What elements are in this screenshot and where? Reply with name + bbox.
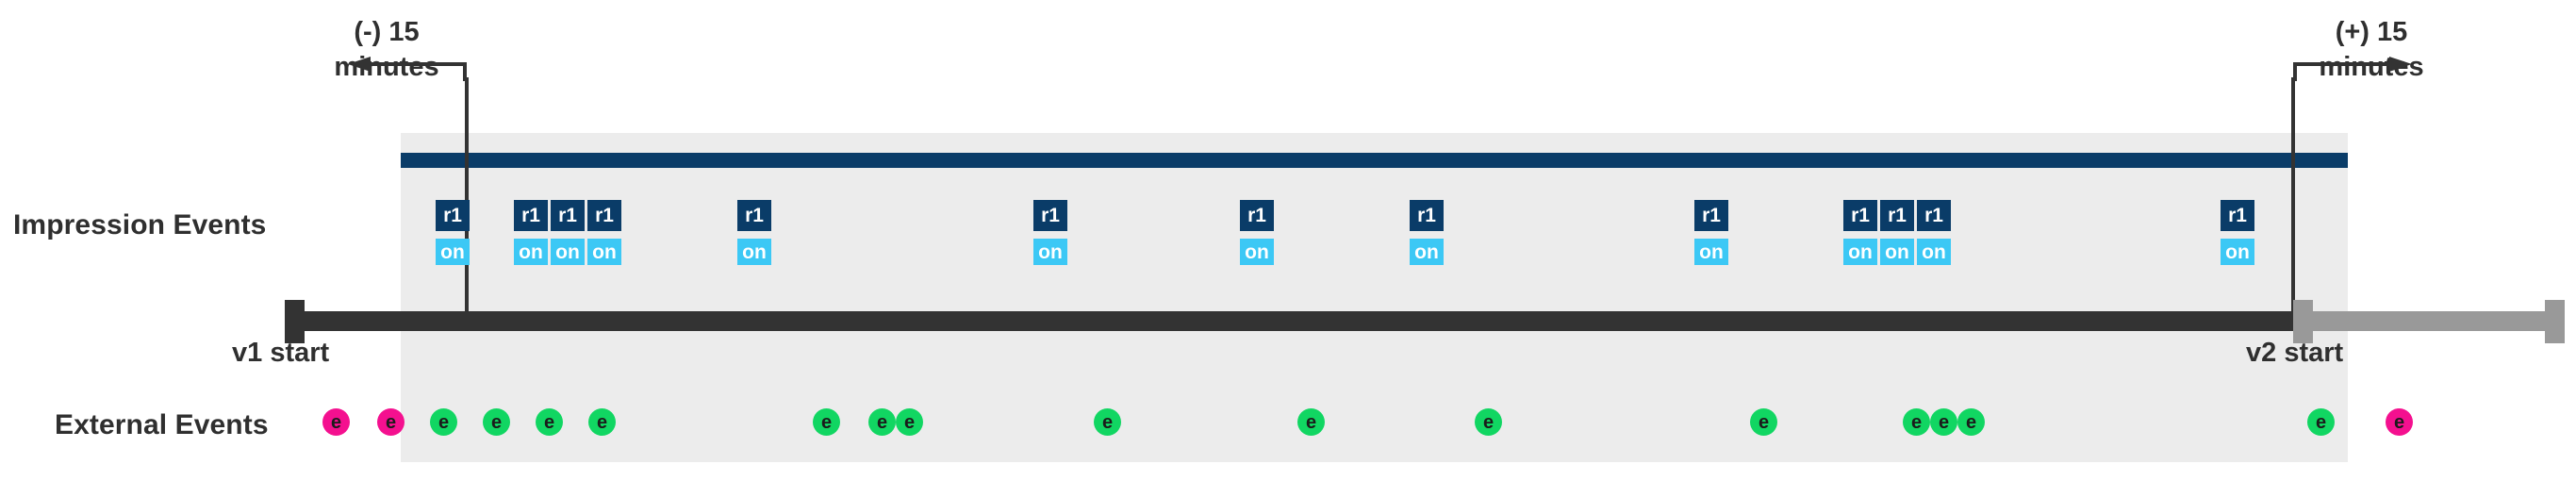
external-event-dot-in-window: e <box>2307 408 2335 436</box>
callout-right-line2: minutes <box>2319 52 2424 83</box>
impression-request-badge: r1 <box>1880 200 1914 231</box>
impression-state-badge: on <box>1033 239 1067 265</box>
impression-request-badge: r1 <box>551 200 585 231</box>
attribution-window-band-bottom <box>401 331 2348 462</box>
external-event-dot-out-of-window: e <box>322 408 350 436</box>
external-event-dot-in-window: e <box>430 408 457 436</box>
timeline-v2-bar <box>2293 311 2565 331</box>
impression-state-badge: on <box>514 239 548 265</box>
callout-left-line1: (-) 15 <box>354 17 420 47</box>
timeline-v1-bar <box>285 311 2293 331</box>
timeline-label-v1-start: v1 start <box>232 338 330 368</box>
row-label-external-events: External Events <box>55 409 269 440</box>
callout-right-line1: (+) 15 <box>2335 17 2408 47</box>
impression-state-badge: on <box>1880 239 1914 265</box>
impression-state-badge: on <box>436 239 470 265</box>
impression-request-badge: r1 <box>587 200 621 231</box>
external-event-dot-in-window: e <box>1930 408 1957 436</box>
callout-minus-15-minutes: (-) 15 minutes <box>306 15 467 85</box>
external-event-dot-in-window: e <box>1750 408 1777 436</box>
marker-line-v2-window-end <box>2291 77 2295 330</box>
external-event-dot-in-window: e <box>868 408 896 436</box>
external-event-dot-in-window: e <box>1903 408 1930 436</box>
impression-state-badge: on <box>1410 239 1444 265</box>
impression-state-badge: on <box>2221 239 2254 265</box>
external-event-dot-out-of-window: e <box>377 408 405 436</box>
impression-state-badge: on <box>1694 239 1728 265</box>
timeline-v2-end-cap <box>2545 300 2565 343</box>
impression-state-badge: on <box>587 239 621 265</box>
external-event-dot-out-of-window: e <box>2386 408 2413 436</box>
callout-left-line2: minutes <box>334 52 439 83</box>
impression-request-badge: r1 <box>2221 200 2254 231</box>
impression-state-badge: on <box>1240 239 1274 265</box>
arrow-right-elbow-icon <box>2293 57 2412 81</box>
impression-request-badge: r1 <box>1033 200 1067 231</box>
external-event-dot-in-window: e <box>1475 408 1502 436</box>
external-event-dot-in-window: e <box>813 408 840 436</box>
external-event-dot-in-window: e <box>588 408 616 436</box>
impression-request-badge: r1 <box>737 200 771 231</box>
impression-request-badge: r1 <box>1843 200 1877 231</box>
external-event-dot-in-window: e <box>1957 408 1985 436</box>
row-label-impression-events: Impression Events <box>13 209 267 240</box>
external-event-dot-in-window: e <box>1094 408 1121 436</box>
impression-request-badge: r1 <box>1240 200 1274 231</box>
impression-state-badge: on <box>737 239 771 265</box>
impression-request-badge: r1 <box>514 200 548 231</box>
external-event-dot-in-window: e <box>483 408 510 436</box>
timeline-label-v2-start: v2 start <box>2246 338 2344 368</box>
impression-request-badge: r1 <box>1694 200 1728 231</box>
impression-state-badge: on <box>1843 239 1877 265</box>
callout-plus-15-minutes: (+) 15 minutes <box>2291 15 2452 85</box>
attribution-window-rail <box>401 153 2348 168</box>
external-event-dot-in-window: e <box>1297 408 1325 436</box>
impression-state-badge: on <box>551 239 585 265</box>
impression-request-badge: r1 <box>436 200 470 231</box>
external-event-dot-in-window: e <box>536 408 563 436</box>
external-event-dot-in-window: e <box>896 408 923 436</box>
impression-state-badge: on <box>1917 239 1951 265</box>
arrow-left-elbow-icon <box>348 57 467 81</box>
impression-request-badge: r1 <box>1410 200 1444 231</box>
impression-request-badge: r1 <box>1917 200 1951 231</box>
